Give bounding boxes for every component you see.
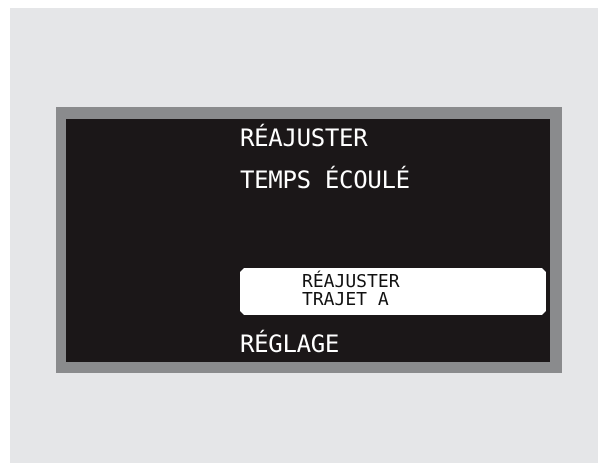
menu-item-temps-ecoule[interactable]: TEMPS ÉCOULÉ [240, 166, 410, 194]
display-screen [66, 119, 550, 362]
menu-item-reajuster[interactable]: RÉAJUSTER [240, 124, 368, 152]
selected-menu-item-reajuster-trajet-a[interactable]: RÉAJUSTER TRAJET A [240, 268, 546, 315]
selected-menu-item-line-1: RÉAJUSTER [302, 271, 400, 292]
selected-menu-item-line-2: TRAJET A [302, 289, 389, 310]
menu-item-reglage[interactable]: RÉGLAGE [240, 330, 340, 358]
